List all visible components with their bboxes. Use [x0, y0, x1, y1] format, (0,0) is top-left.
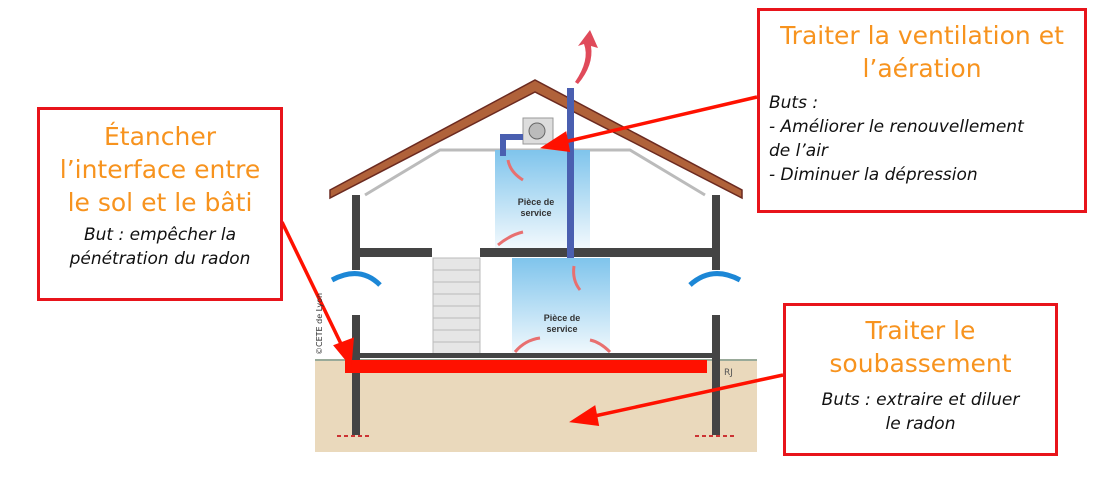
- lower-room-label-2: service: [546, 324, 577, 334]
- lower-service-room: [512, 258, 610, 355]
- airflow-arrows: [497, 159, 612, 354]
- credit: ©CETE de Lyon: [315, 293, 324, 355]
- upper-room-label: Pièce de: [518, 197, 555, 207]
- lower-room-label: Pièce de: [544, 313, 581, 323]
- windows: [352, 270, 360, 315]
- stairs: [432, 257, 481, 356]
- sealing-layer: [345, 360, 707, 373]
- intake-duct: [500, 134, 523, 156]
- roof: [329, 79, 743, 200]
- signature: RJ: [724, 368, 733, 378]
- fan-icon: [528, 122, 546, 140]
- window-airflow-arrows: [330, 271, 742, 287]
- exhaust-duct: [567, 88, 574, 258]
- exhaust-arrow-icon: [575, 30, 598, 84]
- upper-room-label-2: service: [520, 208, 551, 218]
- soil: [315, 360, 757, 452]
- pointer-arrows: [280, 95, 784, 427]
